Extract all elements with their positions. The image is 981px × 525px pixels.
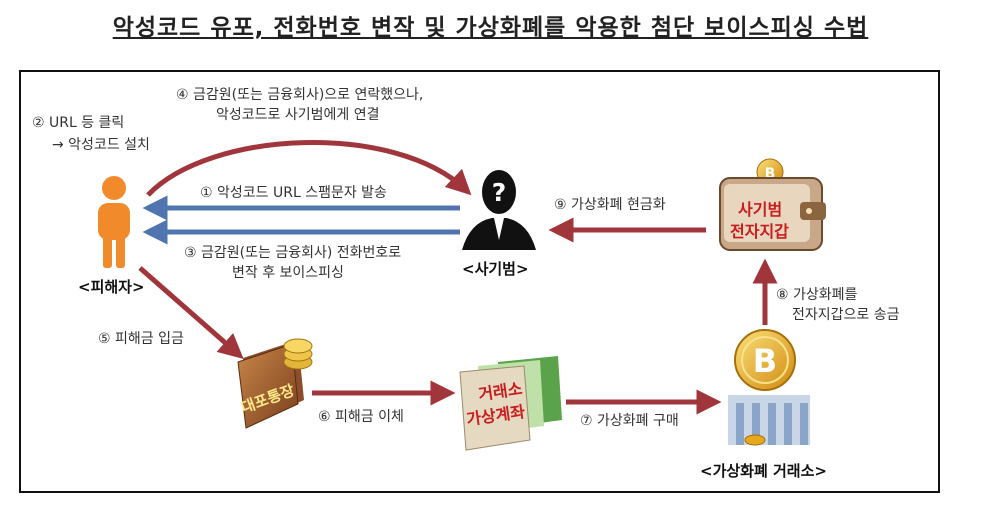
criminal-label: <사기범>	[462, 260, 529, 278]
arrow-step5	[138, 266, 244, 359]
step4-text-line2: 악성코드로 사기범에게 연결	[216, 107, 380, 123]
step2-text-line1: ② URL 등 클릭	[32, 115, 125, 131]
arrow-step4	[146, 140, 472, 197]
exchange-account-icon	[459, 356, 562, 451]
svg-text:B: B	[765, 166, 776, 182]
step9-text: ⑨ 가상화폐 현금화	[554, 197, 666, 213]
wallet-icon: B	[719, 158, 826, 251]
wallet-label-line2: 전자지갑	[730, 222, 789, 241]
victim-person-icon	[98, 176, 130, 268]
step3-text-line1: ③ 금감원(또는 금융회사) 전화번호로	[184, 245, 402, 261]
step1-text: ① 악성코드 URL 스팸문자 발송	[200, 185, 387, 201]
step7-text: ⑦ 가상화폐 구매	[580, 413, 679, 429]
bankbook-icon	[237, 338, 313, 429]
diagram-frame	[19, 70, 940, 493]
step8-text-line2: 전자지갑으로 송금	[792, 307, 900, 323]
step3-text-line2: 변작 후 보이스피싱	[232, 265, 344, 281]
step2-text-line2: → 악성코드 설치	[52, 137, 150, 153]
step8-text-line1: ⑧ 가상화폐를	[776, 287, 858, 303]
exchange-label: <가상화폐 거래소>	[700, 462, 827, 480]
step4-text-line1: ④ 금감원(또는 금융회사)으로 연락했으나,	[176, 87, 424, 103]
wallet-label-line1: 사기범	[738, 200, 783, 219]
svg-text:B: B	[753, 342, 777, 380]
victim-label: <피해자>	[78, 278, 145, 296]
svg-text:?: ?	[492, 178, 507, 207]
criminal-silhouette-icon: ?	[462, 170, 536, 250]
step6-text: ⑥ 피해금 이체	[318, 409, 404, 425]
exchange-building-icon: B	[728, 329, 810, 446]
page-title: 악성코드 유포, 전화번호 변작 및 가상화폐를 악용한 첨단 보이스피싱 수법	[112, 15, 869, 41]
step5-text: ⑤ 피해금 입금	[98, 331, 184, 347]
